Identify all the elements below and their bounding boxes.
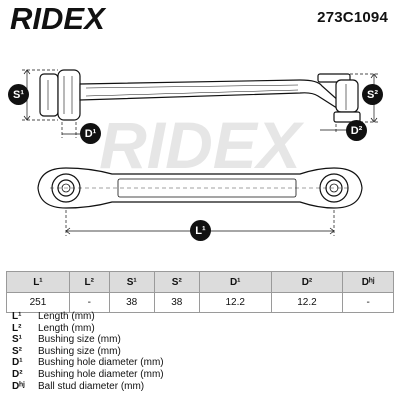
- legend-code: D¹: [12, 357, 23, 369]
- legend-text: Length (mm): [38, 322, 95, 334]
- technical-drawing: RIDEX: [0, 40, 400, 262]
- label-d1: D¹: [80, 123, 101, 144]
- label-l1: L¹: [190, 220, 211, 241]
- value-d1: 12.2: [198, 292, 272, 313]
- header-s2: S²: [153, 271, 200, 293]
- value-d2: 12.2: [270, 292, 344, 313]
- header-l2: L²: [68, 271, 110, 293]
- label-s2: S²: [362, 84, 383, 105]
- legend-item: L² Length (mm): [12, 323, 164, 335]
- legend-text: Bushing hole diameter (mm): [38, 357, 164, 369]
- label-s1: S¹: [8, 84, 29, 105]
- legend-item: D² Bushing hole diameter (mm): [12, 369, 164, 381]
- legend: L¹ Length (mm) L² Length (mm) S¹ Bushing…: [12, 311, 164, 392]
- header-s1: S¹: [108, 271, 155, 293]
- legend-item: D¹ Bushing hole diameter (mm): [12, 357, 164, 369]
- legend-item: S² Bushing size (mm): [12, 346, 164, 358]
- part-number: 273C1094: [317, 9, 388, 26]
- legend-text: Bushing size (mm): [38, 334, 121, 346]
- legend-code: Dʰʲ: [12, 380, 25, 392]
- arm-plan-view: [37, 167, 363, 209]
- legend-item: Dʰʲ Ball stud diameter (mm): [12, 381, 164, 393]
- value-s2: 38: [153, 292, 200, 313]
- legend-code: L²: [12, 322, 22, 334]
- legend-text: Bushing size (mm): [38, 345, 121, 357]
- legend-item: L¹ Length (mm): [12, 311, 164, 323]
- spec-table: L¹ L² S¹ S² D¹ D² Dʰʲ 251 - 38 38 12.2 1…: [6, 271, 394, 313]
- legend-text: Length (mm): [38, 311, 95, 322]
- legend-text: Ball stud diameter (mm): [38, 380, 145, 392]
- brand-logo-text: RIDEX: [10, 3, 107, 33]
- header-d1: D¹: [198, 271, 272, 293]
- value-s1: 38: [108, 292, 155, 313]
- legend-item: S¹ Bushing size (mm): [12, 334, 164, 346]
- brand-logo: RIDEX: [10, 3, 170, 33]
- arm-side-view: [39, 69, 361, 123]
- dimension-d1: [61, 122, 80, 138]
- value-l1: 251: [6, 292, 70, 313]
- watermark: RIDEX: [99, 108, 305, 182]
- legend-code: L¹: [12, 311, 22, 322]
- spec-table-row: 251 - 38 38 12.2 12.2 -: [6, 292, 394, 313]
- header-l1: L¹: [6, 271, 70, 293]
- header-dhj: Dʰʲ: [342, 271, 394, 293]
- value-l2: -: [68, 292, 110, 313]
- value-dhj: -: [342, 292, 394, 313]
- legend-text: Bushing hole diameter (mm): [38, 368, 164, 380]
- label-d2: D²: [346, 120, 367, 141]
- header-d2: D²: [270, 271, 344, 293]
- legend-code: D²: [12, 368, 23, 380]
- spec-table-header: L¹ L² S¹ S² D¹ D² Dʰʲ: [6, 271, 394, 293]
- legend-code: S¹: [12, 334, 22, 346]
- legend-code: S²: [12, 345, 22, 357]
